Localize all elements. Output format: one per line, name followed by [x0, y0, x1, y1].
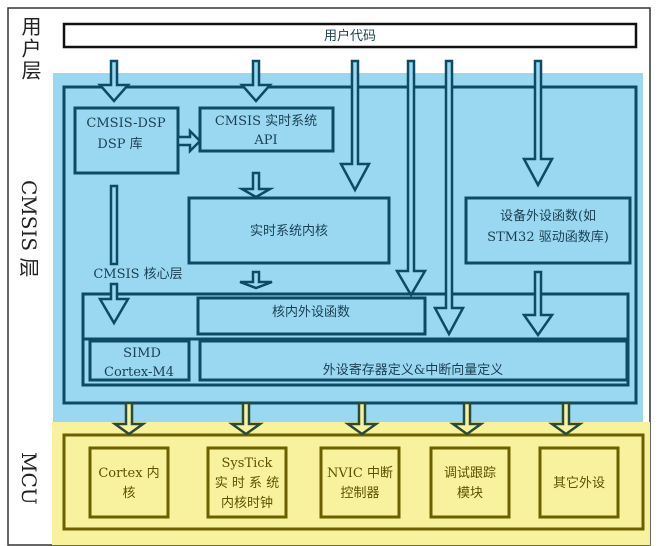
- mcu-block: 其它外设: [538, 446, 620, 519]
- cortex-m4-label: Cortex-M4: [104, 365, 174, 380]
- rtos-api-sub-label: API: [253, 133, 277, 148]
- down-arrow-icon: [237, 171, 275, 199]
- simd-label: SIMD: [123, 346, 161, 361]
- mcu-block-label: Cortex 内: [98, 465, 159, 481]
- mcu-block-label: 核: [122, 486, 135, 501]
- down-arrow-icon: [521, 59, 555, 188]
- device-periph-box: [464, 196, 632, 265]
- mcu-block-label: SysTick: [222, 456, 273, 471]
- cmsis-dsp-label: CMSIS-DSP: [86, 116, 165, 131]
- mcu-block-box: [429, 446, 511, 519]
- mcu-block-label: 实 时 系 统: [215, 476, 279, 491]
- mcu-block: Cortex 内核: [88, 446, 170, 519]
- down-arrow-icon: [239, 59, 273, 103]
- arrows: [97, 59, 584, 436]
- down-arrow-icon: [548, 401, 584, 436]
- arrow-shaft: [109, 184, 119, 266]
- user-code-bar: [62, 22, 638, 49]
- rtos-api-box: [198, 106, 335, 153]
- layer-label-user: 用户层: [18, 16, 42, 82]
- down-arrow-icon: [449, 401, 485, 436]
- down-arrow-icon: [394, 59, 428, 298]
- mcu-block-label: NVIC 中断: [327, 466, 393, 481]
- core-periph-label: 核内外设函数: [272, 304, 350, 320]
- device-periph-sub-label: STM32 驱动函数库): [487, 229, 609, 245]
- mcu-block-box: [88, 446, 170, 519]
- down-arrow-icon: [228, 401, 264, 436]
- mcu-region: [52, 422, 650, 545]
- dsp-lib-label: DSP 库: [97, 136, 142, 152]
- down-arrow-icon: [432, 59, 466, 337]
- down-arrow-icon: [97, 282, 131, 326]
- user-code-label: 用户代码: [324, 28, 376, 44]
- rtos-api-label: CMSIS 实时系统: [215, 114, 317, 129]
- mcu-block-label: 调试跟踪: [444, 466, 496, 481]
- mcu-block-label: 模块: [457, 486, 483, 501]
- cmsis-frame: [62, 85, 638, 405]
- core-layer-label: CMSIS 核心层: [93, 267, 182, 282]
- down-arrow-icon: [344, 401, 380, 436]
- cmsis-region: [53, 73, 643, 422]
- down-arrow-icon: [521, 270, 555, 338]
- down-arrow-icon: [97, 59, 131, 103]
- down-arrow-icon: [239, 270, 273, 290]
- layer-label-mcu: MCU: [17, 452, 41, 505]
- periph-reg-label: 外设寄存器定义&中断向量定义: [323, 362, 504, 378]
- mcu-block-box: [206, 446, 288, 519]
- mcu-frame: [62, 433, 645, 531]
- device-periph-label: 设备外设函数(如: [500, 208, 596, 224]
- rtos-kernel-box: [187, 196, 391, 265]
- layer-label-cmsis: CMSIS 层: [17, 180, 41, 277]
- mcu-block-label: 内核时钟: [221, 495, 273, 511]
- rtos-kernel-label: 实时系统内核: [250, 223, 328, 239]
- mcu-block-label: 控制器: [340, 486, 379, 501]
- down-arrow-icon: [338, 59, 372, 193]
- periph-reg-box: [198, 339, 629, 382]
- core-periph-box: [196, 296, 427, 336]
- mcu-block-box: [319, 446, 401, 519]
- simd-box: [88, 339, 191, 382]
- mcu-block-label: 其它外设: [553, 475, 605, 491]
- mcu-block-box: [538, 446, 620, 519]
- down-arrow-icon: [111, 401, 147, 436]
- right-arrow-icon: [176, 127, 202, 155]
